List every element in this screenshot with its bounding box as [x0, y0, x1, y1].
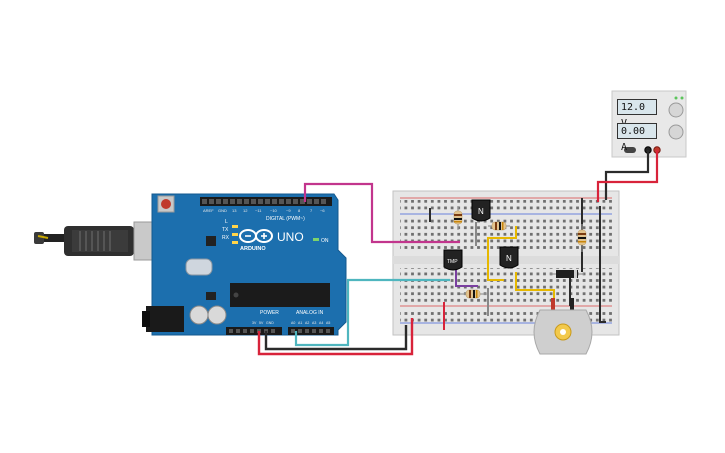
resistor-1[interactable] [453, 206, 463, 230]
current-display: 0.00 A [617, 123, 657, 153]
svg-text:A4: A4 [319, 321, 323, 325]
crystal [185, 258, 213, 276]
resistor-3[interactable] [460, 289, 486, 299]
analog-header[interactable] [288, 327, 334, 335]
wire-yellow-1[interactable] [487, 226, 517, 281]
led-on-indicator [313, 238, 319, 241]
wire-purple[interactable] [455, 266, 478, 287]
current-knob[interactable] [668, 124, 684, 140]
on-label: ON [321, 238, 329, 244]
voltage-display: 12.0 V [617, 99, 657, 129]
wire-red-5v[interactable] [257, 318, 414, 356]
svg-text:GND: GND [266, 321, 274, 325]
diode[interactable] [550, 270, 584, 278]
svg-text:A5: A5 [326, 321, 330, 325]
wire-cyan[interactable] [294, 278, 450, 347]
l-label: L [225, 219, 228, 225]
svg-text:GND: GND [218, 208, 227, 213]
capacitor-2 [207, 305, 227, 325]
svg-text:7: 7 [310, 208, 313, 213]
brand-label: ARDUINO [240, 246, 266, 252]
svg-text:3V: 3V [252, 321, 257, 325]
svg-text:A0: A0 [291, 321, 295, 325]
wire-magenta[interactable] [303, 182, 460, 244]
sensor-label: TMP [447, 259, 458, 265]
arduino-uno-board[interactable]: AREF GND 13 12 ~11 ~10 ~9 8 7 ~6 DIGITAL (PWM~) T… [142, 193, 347, 336]
cable-end [34, 232, 44, 244]
model-label: UNO [277, 230, 304, 244]
transistor-q2-label: N [506, 254, 512, 263]
transistor-q1[interactable]: N [471, 199, 491, 222]
usb-cable[interactable] [34, 221, 171, 261]
power-switch[interactable] [624, 147, 636, 153]
wire-black-right[interactable] [599, 206, 606, 323]
temperature-sensor[interactable]: TMP [443, 249, 463, 271]
voltage-knob[interactable] [668, 102, 684, 118]
arduino-logo-icon [239, 229, 273, 243]
svg-text:5V: 5V [259, 321, 264, 325]
led-l-indicator [232, 225, 238, 228]
svg-text:AREF: AREF [203, 208, 214, 213]
svg-text:~10: ~10 [270, 208, 278, 213]
atmega-chip [230, 283, 330, 307]
dc-motor[interactable] [533, 298, 593, 355]
svg-text:13: 13 [232, 208, 237, 213]
transistor-q1-label: N [478, 207, 484, 216]
rx-label: RX [222, 235, 230, 241]
svg-text:A3: A3 [312, 321, 316, 325]
svg-text:~9: ~9 [286, 208, 291, 213]
resistor-4[interactable] [577, 224, 587, 252]
wire-psu-black[interactable] [604, 150, 650, 200]
capacitor-1 [189, 305, 209, 325]
power-label: POWER [260, 310, 279, 316]
svg-text:A2: A2 [305, 321, 309, 325]
dc-jack[interactable] [146, 306, 184, 332]
tx-label: TX [222, 227, 229, 233]
analog-label: ANALOG IN [296, 310, 324, 316]
svg-text:A1: A1 [298, 321, 302, 325]
wire-psu-red[interactable] [596, 150, 659, 202]
svg-text:12: 12 [243, 208, 248, 213]
resistor-2[interactable] [488, 221, 510, 231]
wire-black-gnd[interactable] [264, 325, 408, 351]
svg-text:~11: ~11 [255, 208, 262, 213]
svg-text:8: 8 [298, 208, 301, 213]
transistor-q2[interactable]: N [499, 246, 519, 269]
digital-header-label: DIGITAL (PWM~) [266, 216, 305, 222]
svg-text:~6: ~6 [320, 208, 325, 213]
